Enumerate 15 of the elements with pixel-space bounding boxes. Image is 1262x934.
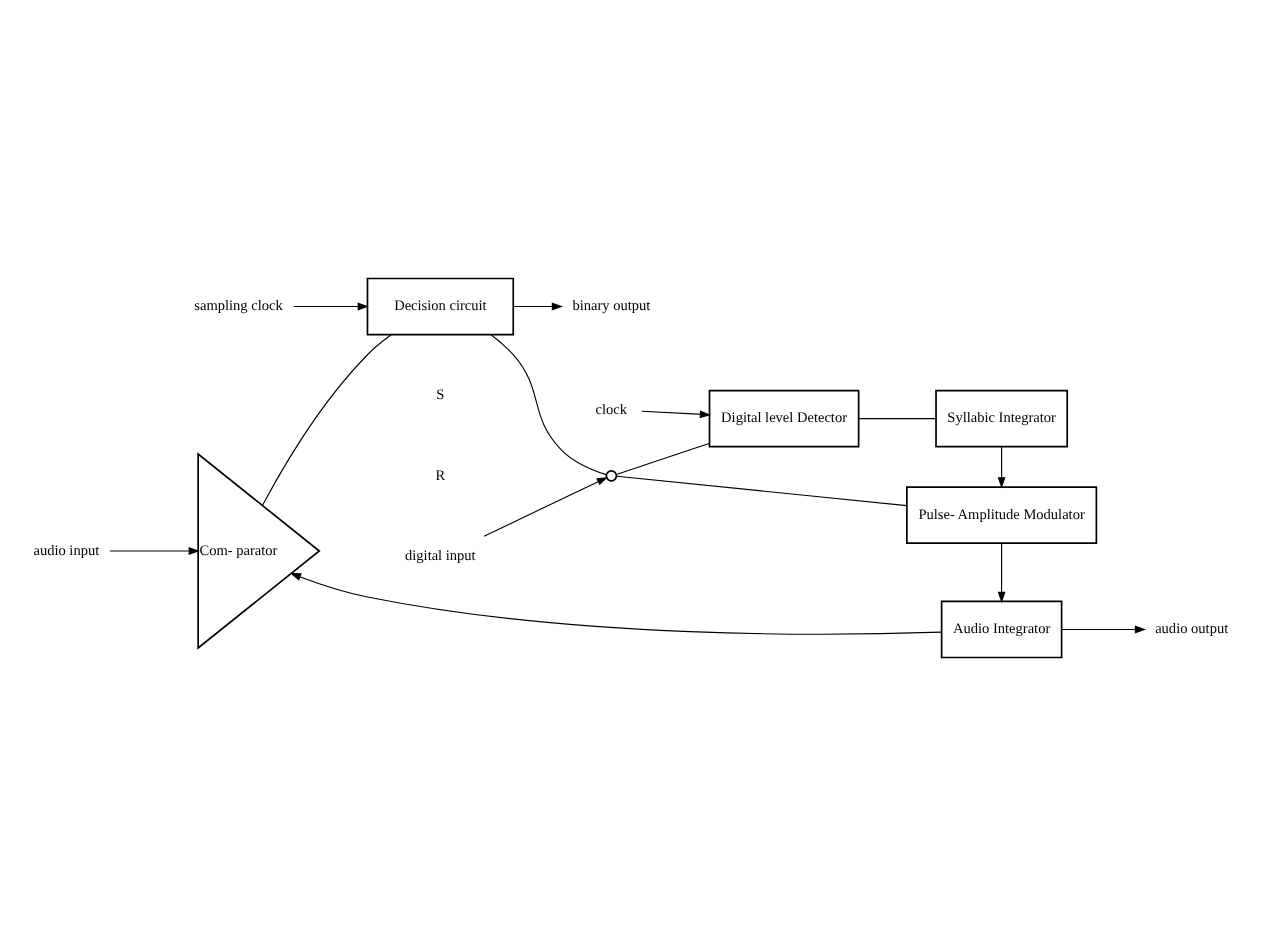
- arrow: [1061, 624, 1147, 633]
- arrow: [997, 445, 1006, 488]
- connector: [858, 417, 937, 419]
- connector: [616, 474, 908, 506]
- node-switch: [605, 468, 618, 481]
- connector: [615, 441, 710, 475]
- arrow: [997, 541, 1006, 603]
- connector: [490, 333, 607, 475]
- arrow: [513, 301, 564, 310]
- connector: [261, 333, 393, 505]
- arrow: [289, 571, 942, 634]
- arrow: [483, 475, 608, 536]
- arrow: [641, 409, 712, 418]
- arrow: [293, 301, 369, 310]
- arrow: [109, 546, 200, 554]
